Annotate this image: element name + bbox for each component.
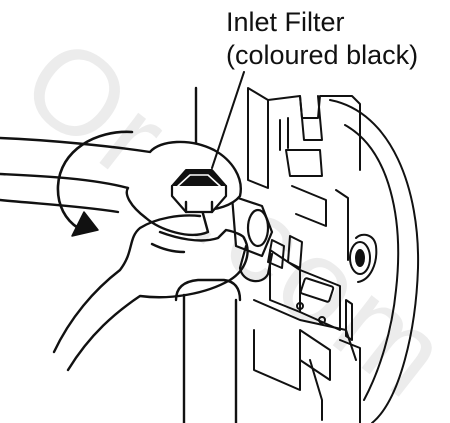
- label-line-1: Inlet Filter: [226, 7, 345, 37]
- leader-line: [211, 71, 245, 169]
- lower-wrench: [52, 214, 249, 372]
- fitting: [230, 194, 274, 283]
- pipe: [174, 278, 242, 423]
- hex-filter-icon: [170, 169, 228, 214]
- label-line-2: (coloured black): [226, 40, 419, 70]
- machine-body: [247, 87, 420, 423]
- curved-arrow-icon: [56, 130, 134, 237]
- inlet-filter-label: Inlet Filter (coloured black): [226, 6, 450, 72]
